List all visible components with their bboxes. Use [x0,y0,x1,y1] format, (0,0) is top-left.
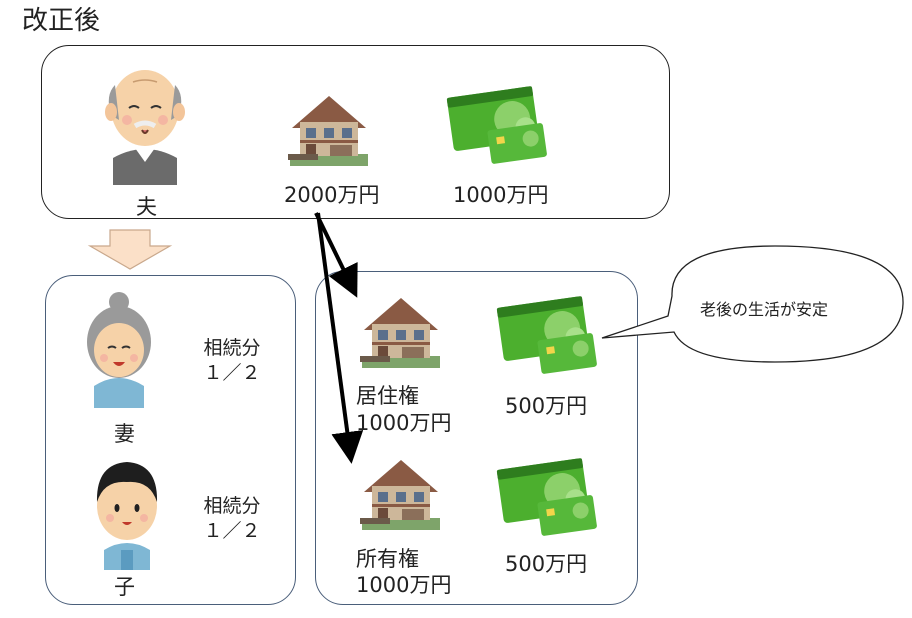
wife-deposit-value: 500万円 [505,394,588,418]
page-title: 改正後 [22,6,101,36]
house-icon [288,96,368,166]
wife-share-value: １／２ [203,362,261,384]
child-icon [96,462,158,570]
house-value-label: 2000万円 [284,183,380,207]
arrow-to-residence-right [314,212,358,298]
wife-deposit-card-icon [496,296,597,374]
wife-label: 妻 [114,422,135,446]
husband-label: 夫 [136,195,157,219]
speech-bubble-text: 老後の生活が安定 [700,300,829,319]
ownership-value: 1000万円 [356,573,452,597]
husband-icon [105,70,185,185]
bankbook-card-icon [446,86,547,164]
residence-house-icon [360,298,440,368]
ownership-label: 所有権 [356,547,419,571]
residence-right-label: 居住権 [356,384,419,408]
child-share-label: 相続分 [203,495,261,517]
ownership-house-icon [360,460,440,530]
speech-bubble-shape [601,245,904,363]
down-arrow-icon [87,229,173,270]
heirs-box [45,275,296,605]
residence-right-value: 1000万円 [356,411,452,435]
deposit-value-label: 1000万円 [453,183,549,207]
child-label: 子 [114,575,135,599]
wife-icon [87,292,151,408]
child-share-value: １／２ [203,520,261,542]
child-deposit-value: 500万円 [505,552,588,576]
child-deposit-card-icon [496,458,597,536]
arrow-to-ownership [316,212,364,464]
wife-share-label: 相続分 [203,337,261,359]
